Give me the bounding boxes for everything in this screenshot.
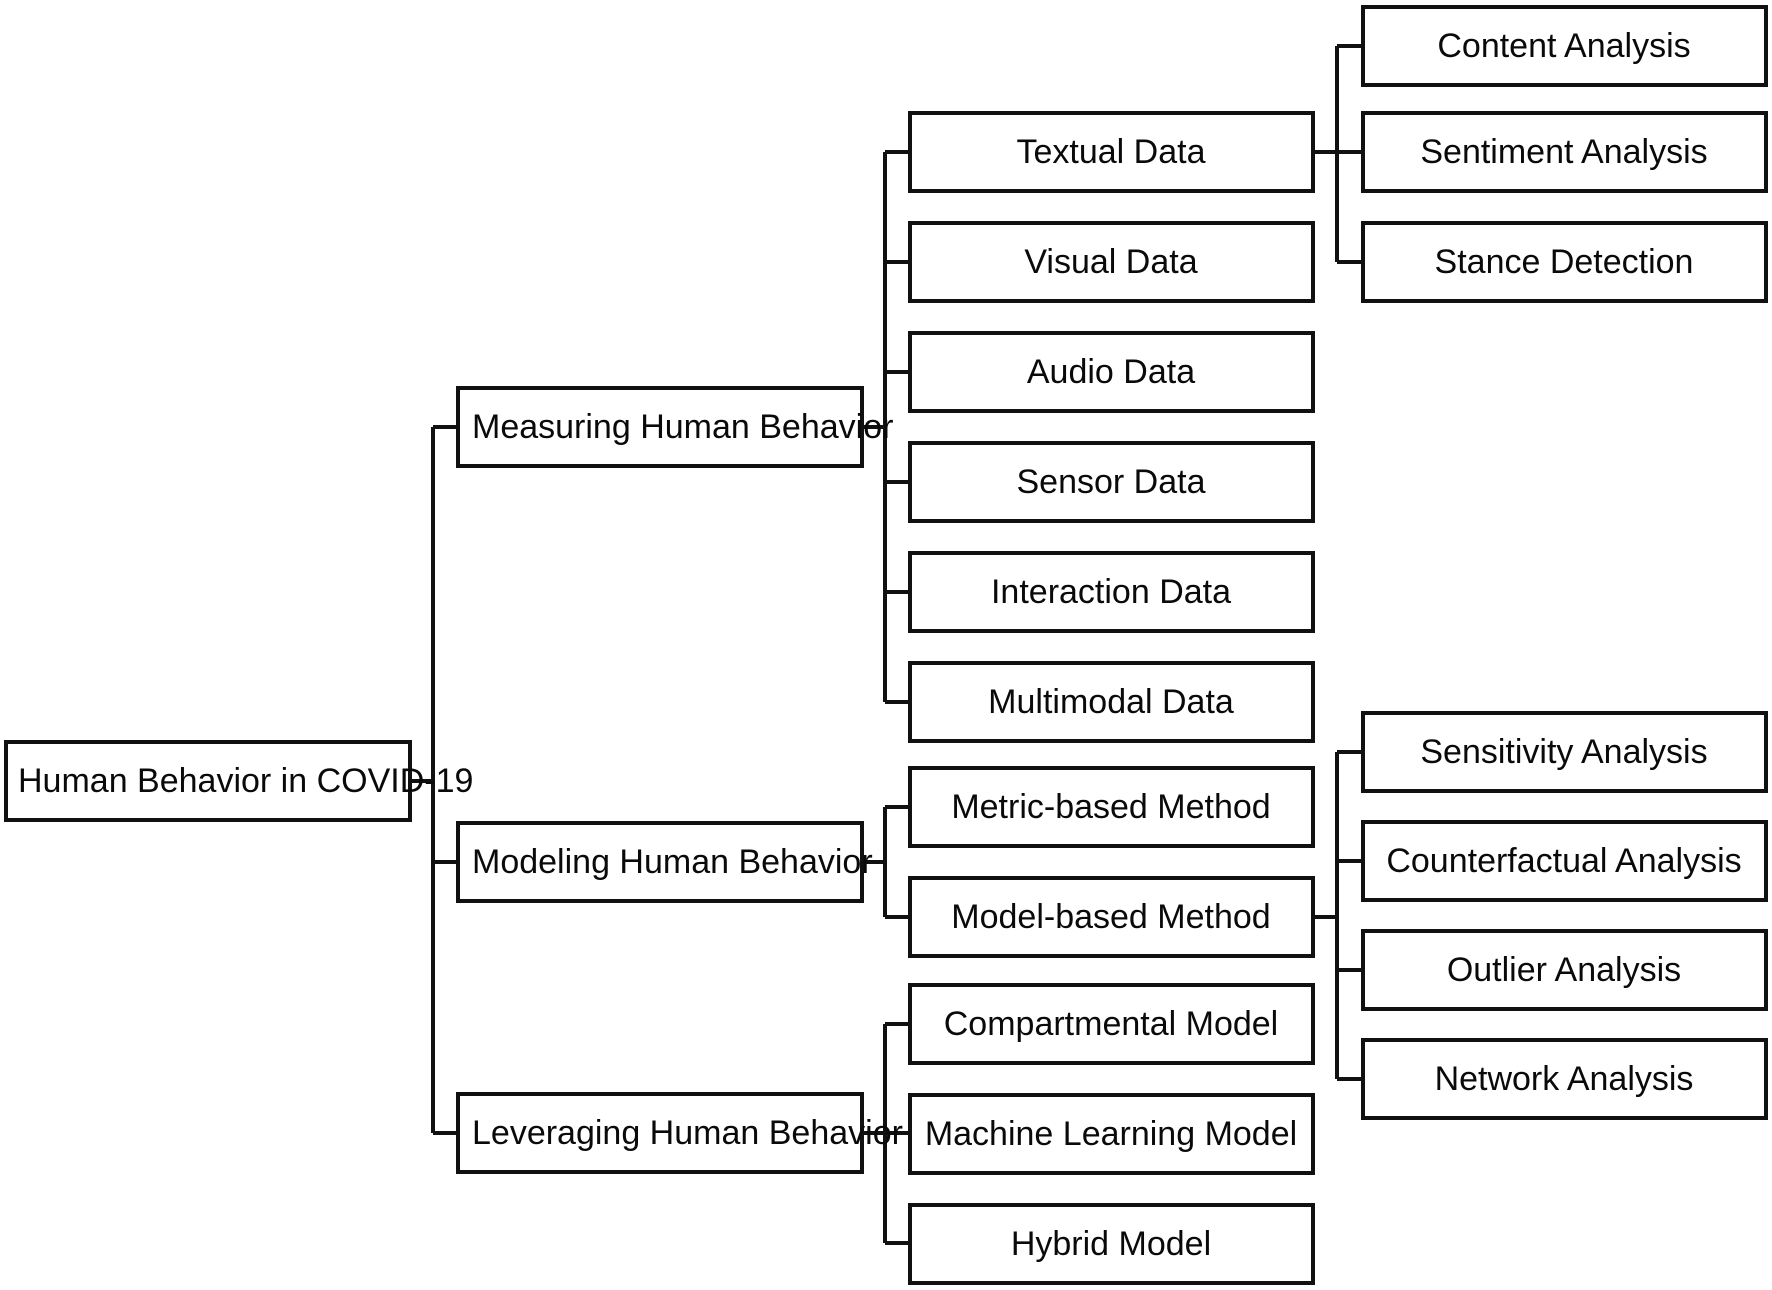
node-hybrid-box — [908, 1203, 1315, 1285]
node-network-analysis[interactable]: Network Analysis — [1361, 1038, 1768, 1120]
node-stance-detection[interactable]: Stance Detection — [1361, 221, 1768, 303]
node-textual-data[interactable]: Textual Data — [908, 111, 1315, 193]
node-model-based-box — [908, 876, 1315, 958]
node-textual-data-label: Textual Data — [1017, 133, 1206, 171]
node-machine-learning-box — [908, 1093, 1315, 1175]
node-network-analysis-label: Network Analysis — [1435, 1060, 1694, 1098]
node-machine-learning-label: Machine Learning Model — [925, 1115, 1297, 1153]
node-sensor-data-label: Sensor Data — [1017, 463, 1206, 501]
node-compartmental-model[interactable]: Compartmental Model — [908, 983, 1315, 1065]
node-multimodal-data-box — [908, 661, 1315, 743]
node-machine-learning-model[interactable]: Machine Learning Model — [908, 1093, 1315, 1175]
node-leveraging-human-behavior[interactable]: Leveraging Human Behavior — [456, 1092, 903, 1174]
node-sensitivity-analysis-box — [1361, 711, 1768, 793]
node-content-analysis-label: Content Analysis — [1437, 27, 1690, 65]
node-measuring-human-behavior[interactable]: Measuring Human Behavior — [456, 386, 893, 468]
node-leveraging-box — [456, 1092, 864, 1174]
node-audio-data[interactable]: Audio Data — [908, 331, 1315, 413]
node-sensitivity-analysis-label: Sensitivity Analysis — [1420, 733, 1707, 771]
node-multimodal-data-label: Multimodal Data — [988, 683, 1234, 721]
node-metric-based-method[interactable]: Metric-based Method — [908, 766, 1315, 848]
node-audio-data-box — [908, 331, 1315, 413]
node-stance-detection-label: Stance Detection — [1435, 243, 1694, 281]
node-network-analysis-box — [1361, 1038, 1768, 1120]
node-model-based-method[interactable]: Model-based Method — [908, 876, 1315, 958]
node-metric-based-label: Metric-based Method — [951, 788, 1270, 826]
node-visual-data-label: Visual Data — [1024, 243, 1197, 281]
node-counterfactual-analysis[interactable]: Counterfactual Analysis — [1361, 820, 1768, 902]
connector-layer — [410, 44, 1363, 1245]
node-hybrid-label: Hybrid Model — [1011, 1225, 1211, 1263]
node-visual-data[interactable]: Visual Data — [908, 221, 1315, 303]
node-interaction-data[interactable]: Interaction Data — [908, 551, 1315, 633]
node-counterfactual-analysis-label: Counterfactual Analysis — [1386, 842, 1741, 880]
node-content-analysis-box — [1361, 5, 1768, 87]
node-multimodal-data[interactable]: Multimodal Data — [908, 661, 1315, 743]
node-sentiment-analysis-box — [1361, 111, 1768, 193]
node-outlier-analysis-box — [1361, 929, 1768, 1011]
node-sensor-data-box — [908, 441, 1315, 523]
node-modeling-human-behavior[interactable]: Modeling Human Behavior — [456, 821, 873, 903]
node-sentiment-analysis-label: Sentiment Analysis — [1420, 133, 1707, 171]
node-model-based-label: Model-based Method — [951, 898, 1270, 936]
node-metric-based-box — [908, 766, 1315, 848]
node-interaction-data-box — [908, 551, 1315, 633]
node-hybrid-model[interactable]: Hybrid Model — [908, 1203, 1315, 1285]
node-textual-data-box — [908, 111, 1315, 193]
node-interaction-data-label: Interaction Data — [991, 573, 1231, 611]
node-root-label: Human Behavior in COVID-19 — [18, 762, 473, 800]
node-outlier-analysis[interactable]: Outlier Analysis — [1361, 929, 1768, 1011]
node-measuring-box — [456, 386, 864, 468]
node-compartmental-box — [908, 983, 1315, 1065]
node-stance-detection-box — [1361, 221, 1768, 303]
node-content-analysis[interactable]: Content Analysis — [1361, 5, 1768, 87]
node-sensitivity-analysis[interactable]: Sensitivity Analysis — [1361, 711, 1768, 793]
node-sentiment-analysis[interactable]: Sentiment Analysis — [1361, 111, 1768, 193]
node-counterfactual-analysis-box — [1361, 820, 1768, 902]
node-measuring-label: Measuring Human Behavior — [472, 408, 893, 446]
node-root-box — [4, 740, 412, 822]
node-audio-data-label: Audio Data — [1027, 353, 1195, 391]
node-root[interactable]: Human Behavior in COVID-19 — [4, 740, 473, 822]
node-leveraging-label: Leveraging Human Behavior — [472, 1114, 903, 1152]
node-compartmental-label: Compartmental Model — [944, 1005, 1278, 1043]
node-modeling-label: Modeling Human Behavior — [472, 843, 873, 881]
node-modeling-box — [456, 821, 864, 903]
node-outlier-analysis-label: Outlier Analysis — [1447, 951, 1681, 989]
node-sensor-data[interactable]: Sensor Data — [908, 441, 1315, 523]
node-visual-data-box — [908, 221, 1315, 303]
